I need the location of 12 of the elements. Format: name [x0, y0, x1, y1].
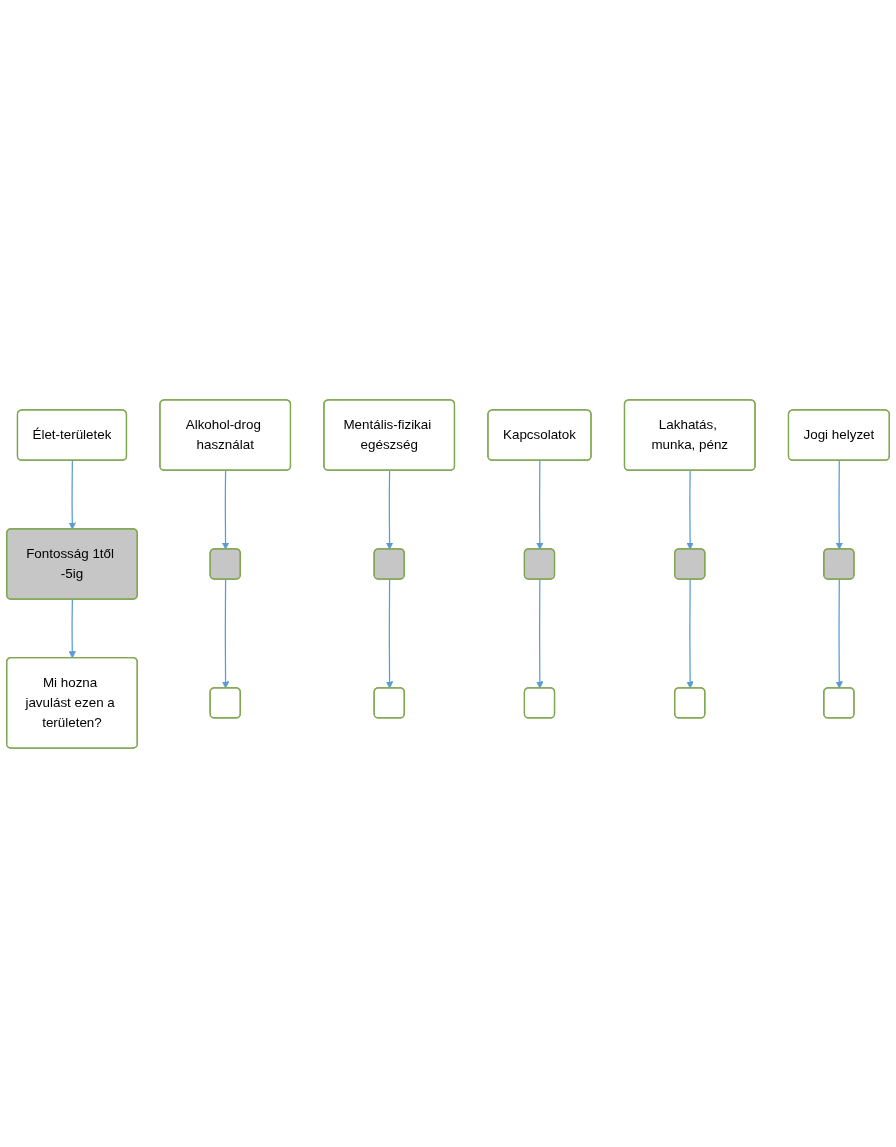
arrow [385, 469, 394, 550]
arrow [221, 469, 230, 550]
arrow [536, 578, 544, 689]
arrow [686, 469, 694, 550]
arrow [835, 459, 843, 550]
arrow [686, 578, 694, 689]
arrow [221, 578, 230, 689]
arrow [536, 459, 544, 550]
arrow [385, 578, 394, 689]
arrow [68, 598, 76, 658]
arrow [68, 459, 76, 530]
arrow [835, 578, 843, 689]
